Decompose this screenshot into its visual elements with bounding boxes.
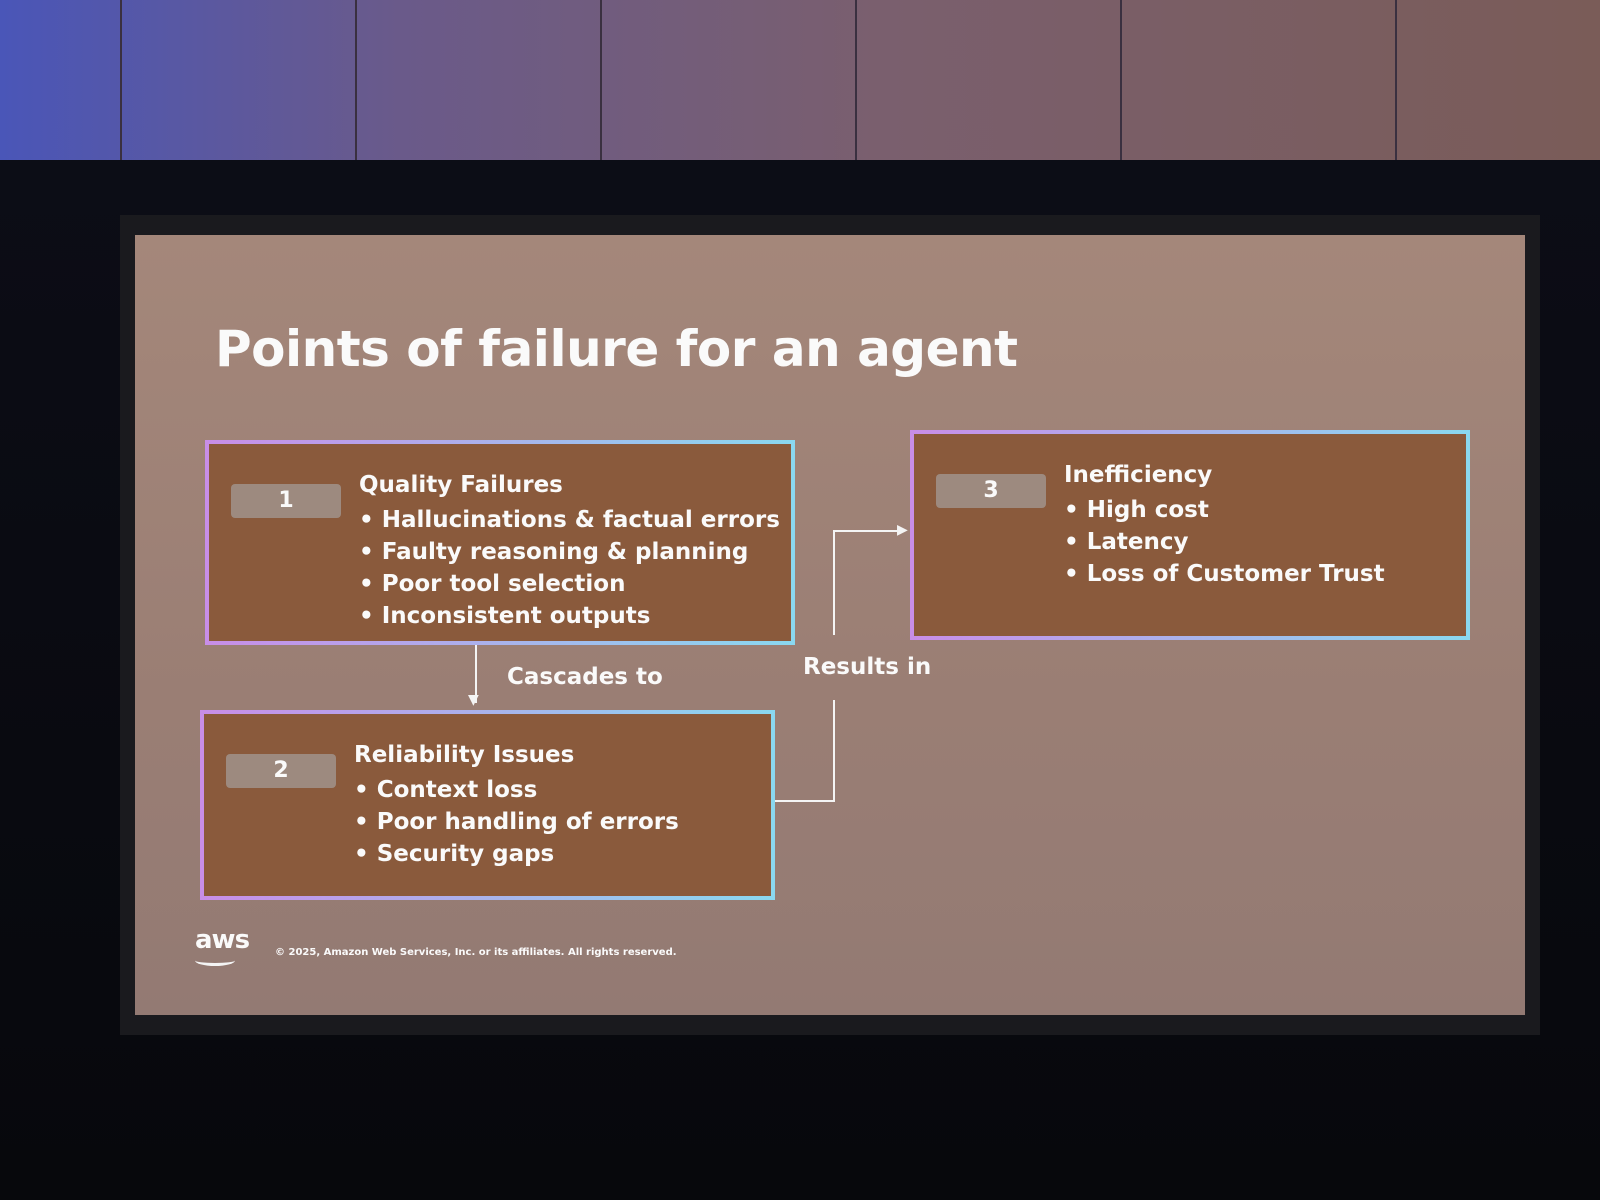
box-number: 2 xyxy=(226,754,336,788)
wall-seam xyxy=(355,0,357,170)
results-connector-line xyxy=(833,700,835,802)
list-item: Poor handling of errors xyxy=(354,806,679,838)
list-item: Poor tool selection xyxy=(359,568,780,600)
box-heading: Quality Failures xyxy=(359,472,563,498)
aws-smile-icon xyxy=(195,955,235,966)
list-item: High cost xyxy=(1064,494,1385,526)
box-list: Context loss Poor handling of errors Sec… xyxy=(354,774,679,870)
list-item: Loss of Customer Trust xyxy=(1064,558,1385,590)
box-number: 3 xyxy=(936,474,1046,508)
box-quality-failures: 1 Quality Failures Hallucinations & fact… xyxy=(205,440,795,645)
list-item: Security gaps xyxy=(354,838,679,870)
box-list: High cost Latency Loss of Customer Trust xyxy=(1064,494,1385,590)
arrow-right-icon: ▶ xyxy=(897,522,908,538)
wall-seam xyxy=(120,0,122,170)
box-reliability-issues: 2 Reliability Issues Context loss Poor h… xyxy=(200,710,775,900)
box-list: Hallucinations & factual errors Faulty r… xyxy=(359,504,780,632)
wall-seam xyxy=(1395,0,1397,170)
results-label: Results in xyxy=(803,654,932,680)
wall-seam xyxy=(600,0,602,170)
copyright-footer: © 2025, Amazon Web Services, Inc. or its… xyxy=(275,947,677,958)
slide-title: Points of failure for an agent xyxy=(215,320,1018,378)
list-item: Inconsistent outputs xyxy=(359,600,780,632)
wall-seam xyxy=(1120,0,1122,170)
wall-seam xyxy=(855,0,857,170)
results-connector-line xyxy=(775,800,835,802)
cascade-arrow-line xyxy=(475,645,477,703)
aws-logo: aws xyxy=(195,925,250,955)
arrow-down-icon: ▼ xyxy=(468,692,479,708)
box-heading: Reliability Issues xyxy=(354,742,575,768)
box-number: 1 xyxy=(231,484,341,518)
list-item: Context loss xyxy=(354,774,679,806)
box-inefficiency: 3 Inefficiency High cost Latency Loss of… xyxy=(910,430,1470,640)
list-item: Hallucinations & factual errors xyxy=(359,504,780,536)
cascades-label: Cascades to xyxy=(507,664,663,690)
slide: Points of failure for an agent 1 Quality… xyxy=(135,235,1525,1015)
results-connector-line xyxy=(833,530,835,635)
list-item: Faulty reasoning & planning xyxy=(359,536,780,568)
results-connector-line xyxy=(833,530,901,532)
list-item: Latency xyxy=(1064,526,1385,558)
box-heading: Inefficiency xyxy=(1064,462,1213,488)
